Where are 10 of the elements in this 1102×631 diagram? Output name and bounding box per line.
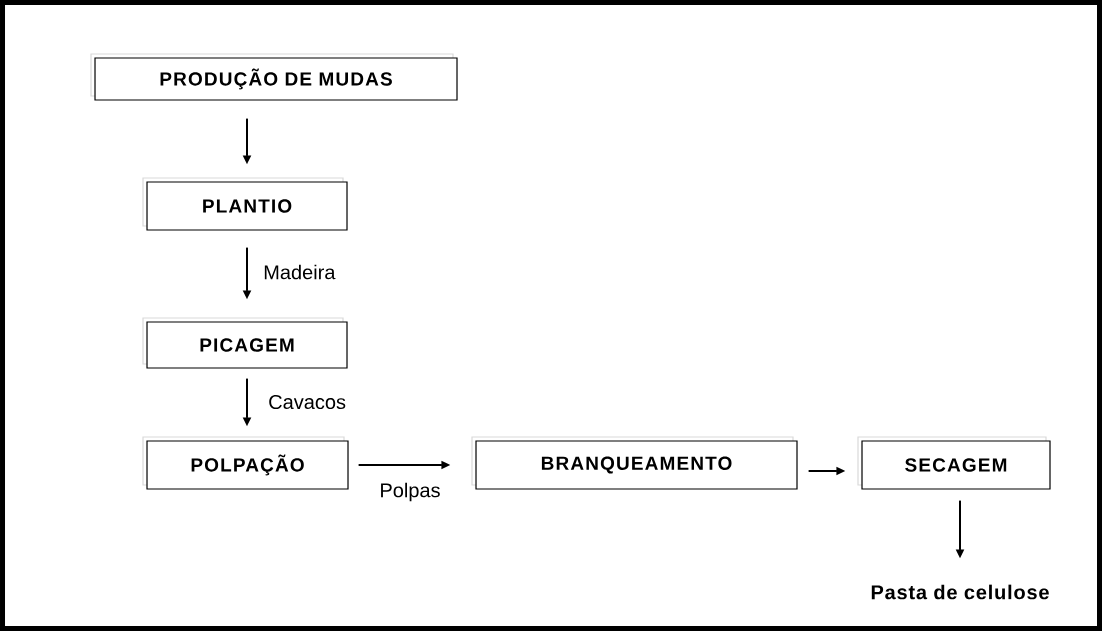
output-label: Pasta de celulose: [871, 584, 1049, 600]
process-box: PLANTIO: [142, 177, 348, 231]
edge-label: Madeira: [264, 264, 336, 280]
process-box: PICAGEM: [142, 317, 348, 369]
edge-label: Polpas: [381, 482, 440, 502]
process-box: SECAGEM: [857, 436, 1051, 490]
edge-label: Cavacos: [269, 394, 346, 410]
process-box: PRODUÇÃO DE MUDAS: [90, 53, 458, 101]
process-box: BRANQUEAMENTO: [471, 436, 798, 490]
process-box: POLPAÇÃO: [142, 436, 349, 490]
